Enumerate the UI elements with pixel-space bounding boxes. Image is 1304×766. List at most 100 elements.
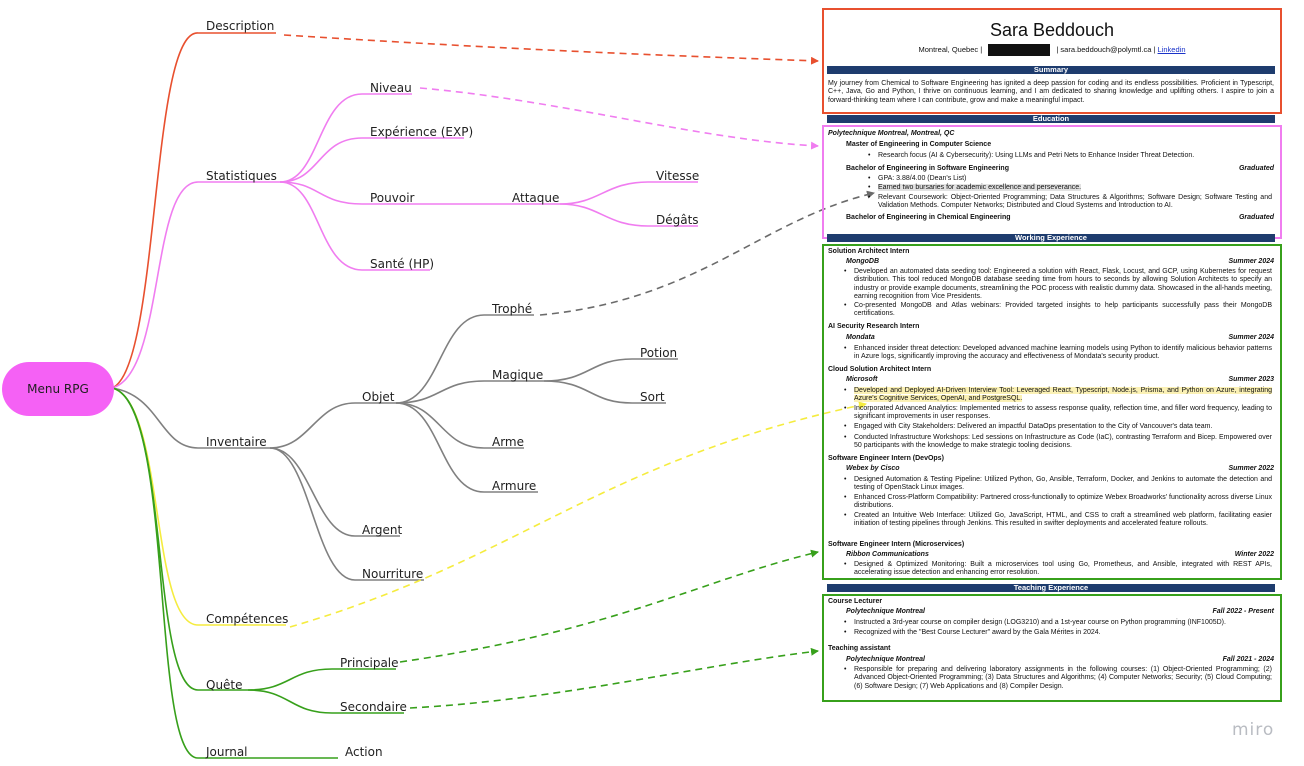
node-vitesse[interactable]: Vitesse (656, 169, 699, 183)
connector-competences-skills (289, 401, 867, 628)
edu-bachelor-sw: Bachelor of Engineering in Software Engi… (846, 165, 1009, 172)
connector-niveau-education (419, 87, 819, 150)
section-summary: Summary (827, 66, 1275, 74)
miro-watermark: miro (1232, 720, 1275, 740)
teach1-org: Polytechnique Montreal (846, 608, 925, 615)
job5-bullet1: Designed & Optimized Monitoring: Built a… (844, 561, 1272, 578)
edge-magique-potion (543, 358, 678, 382)
node-magique[interactable]: Magique (492, 368, 543, 382)
redacted-phone (988, 44, 1051, 56)
node-statistiques[interactable]: Statistiques (206, 169, 277, 183)
teaching-box (822, 594, 1282, 702)
contact-email[interactable]: sara.beddouch@polymtl.ca (1060, 44, 1152, 54)
node-description[interactable]: Description (206, 19, 274, 33)
node-sante[interactable]: Santé (HP) (370, 257, 434, 271)
node-nourriture[interactable]: Nourriture (362, 567, 423, 581)
job2-date: Summer 2024 (1228, 334, 1274, 341)
edge-attaque-vitesse (559, 181, 698, 205)
node-principale[interactable]: Principale (340, 656, 399, 670)
job3-bullet2: Incorporated Advanced Analytics: Impleme… (844, 405, 1272, 422)
edu-school: Polytechnique Montreal, Montreal, QC (828, 130, 955, 137)
summary-text: My journey from Chemical to Software Eng… (828, 80, 1274, 104)
node-degats[interactable]: Dégâts (656, 213, 699, 227)
connector-description-resume (283, 34, 819, 65)
job4-date: Summer 2022 (1228, 465, 1274, 472)
teach1-date: Fall 2022 - Present (1212, 608, 1274, 615)
node-inventaire[interactable]: Inventaire (206, 435, 267, 449)
node-trophe[interactable]: Trophé (491, 302, 532, 316)
edge-statistiques-pouvoir (279, 181, 420, 205)
connector-trophe-bursaries (539, 190, 875, 316)
resume-name: Sara Beddouch (989, 20, 1115, 40)
work-box (822, 244, 1282, 580)
job1-org: MongoDB (846, 258, 880, 265)
edge-root-quete (111, 387, 248, 691)
job3-bullet1: Developed and Deployed AI-Driven Intervi… (844, 387, 1272, 404)
job2-title: AI Security Research Intern (828, 323, 920, 330)
linkedin-link[interactable]: Linkedin (1157, 44, 1186, 54)
node-quete[interactable]: Quête (206, 678, 243, 692)
section-education: Education (827, 115, 1275, 123)
teach2-bullet1: Responsible for preparing and delivering… (844, 666, 1272, 691)
edge-inventaire-argent (269, 447, 400, 537)
node-competences[interactable]: Compétences (206, 612, 288, 626)
job4-title: Software Engineer Intern (DevOps) (828, 455, 944, 462)
job5-date: Winter 2022 (1234, 551, 1274, 558)
root-label[interactable]: Menu RPG (27, 382, 89, 396)
contact-city: Montreal, Quebec (918, 44, 979, 54)
edge-objet-magique (395, 380, 544, 404)
node-sort[interactable]: Sort (640, 390, 665, 404)
edge-root-description (111, 32, 276, 389)
section-working: Working Experience (827, 234, 1275, 242)
job5-org: Ribbon Communications (846, 551, 929, 558)
section-teaching: Teaching Experience (827, 584, 1275, 592)
node-armure[interactable]: Armure (492, 479, 536, 493)
node-journal[interactable]: Journal (205, 745, 248, 759)
edge-quete-secondaire (247, 689, 404, 714)
resume-header-box (822, 8, 1282, 114)
node-objet[interactable]: Objet (362, 390, 395, 404)
edge-inventaire-nourriture (269, 447, 424, 581)
edu-master-bullet: Research focus (AI & Cybersecurity): Usi… (868, 152, 1272, 161)
job5-title: Software Engineer Intern (Microservices) (828, 541, 965, 548)
edge-statistiques-niveau (279, 93, 412, 183)
node-arme[interactable]: Arme (492, 435, 524, 449)
edu-gpa: GPA: 3.88/4.00 (Dean's List) (868, 175, 1272, 184)
node-niveau[interactable]: Niveau (370, 81, 412, 95)
job1-title: Solution Architect Intern (828, 248, 910, 255)
edu-master: Master of Engineering in Computer Scienc… (846, 141, 992, 148)
edge-objet-arme (395, 402, 524, 449)
edge-attaque-degats (559, 203, 698, 227)
edge-inventaire-objet (269, 402, 396, 449)
root-node (2, 362, 114, 416)
edge-objet-trophe (395, 314, 534, 404)
job4-bullet2: Enhanced Cross-Platform Compatibility: P… (844, 494, 1272, 511)
job1-date: Summer 2024 (1228, 258, 1274, 265)
node-attaque[interactable]: Attaque (512, 191, 559, 205)
node-experience[interactable]: Expérience (EXP) (370, 125, 473, 139)
connector-secondaire-teaching (409, 647, 819, 709)
edge-root-statistiques (111, 181, 280, 389)
edge-statistiques-sante (279, 181, 430, 271)
node-argent[interactable]: Argent (362, 523, 403, 537)
edge-quete-principale (247, 668, 396, 691)
node-pouvoir[interactable]: Pouvoir (370, 191, 415, 205)
edu-bachelor-chem: Bachelor of Engineering in Chemical Engi… (846, 214, 1011, 221)
job3-org: Microsoft (846, 376, 878, 383)
job3-bullet3: Engaged with City Stakeholders: Delivere… (844, 423, 1272, 432)
job2-org: Mondata (846, 334, 875, 341)
teach2-title: Teaching assistant (828, 645, 891, 652)
node-potion[interactable]: Potion (640, 346, 677, 360)
teach2-date: Fall 2021 - 2024 (1222, 656, 1274, 663)
teach1-bullet2: Recognized with the "Best Course Lecture… (844, 629, 1272, 638)
connector-principale-ribbon (399, 549, 819, 663)
teach2-org: Polytechnique Montreal (846, 656, 925, 663)
job3-date: Summer 2023 (1228, 376, 1274, 383)
edge-magique-sort (543, 380, 666, 404)
job4-bullet3: Created an Intuitive Web Interface: Util… (844, 512, 1272, 529)
node-secondaire[interactable]: Secondaire (340, 700, 407, 714)
node-action[interactable]: Action (345, 745, 383, 759)
edu-bursaries: Earned two bursaries for academic excell… (868, 184, 1272, 193)
job1-bullet1: Developed an automated data seeding tool… (844, 268, 1272, 302)
